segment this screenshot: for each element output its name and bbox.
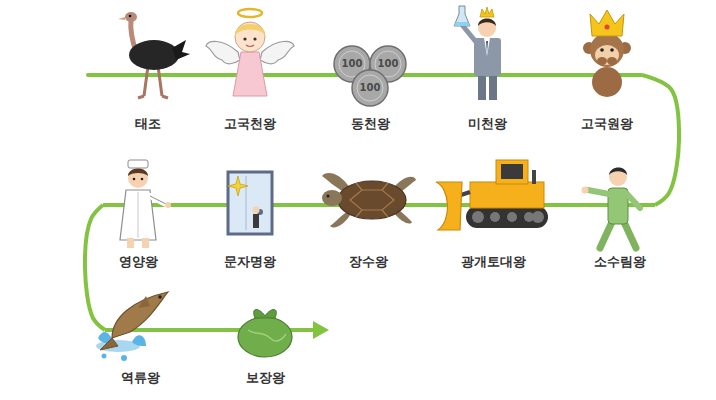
king-name: 영양왕 (119, 254, 158, 272)
king-name: 동천왕 (351, 116, 390, 134)
track-layer (88, 75, 655, 339)
ostrich-figure (118, 12, 190, 98)
king-name: 고국천왕 (224, 116, 276, 134)
king-node: 미천왕 (457, 10, 517, 134)
king-node: 광개토대왕 (436, 150, 550, 272)
king-node: 동천왕 (325, 10, 415, 134)
king-node: 태조 (118, 10, 178, 134)
king-node: 고국천왕 (210, 10, 290, 134)
coin-value: 100 (342, 58, 363, 70)
timeline-connector (550, 203, 585, 207)
king-name: 보장왕 (246, 370, 285, 388)
turtle-figure (322, 173, 416, 228)
king-name: 고국원왕 (581, 116, 633, 134)
monkey-figure (583, 10, 631, 97)
timeline-connector (418, 203, 436, 207)
timeline-connector (178, 73, 210, 77)
edge-group (85, 75, 679, 330)
bundle-figure (238, 310, 292, 358)
king-name: 소수림왕 (594, 254, 646, 272)
king-name: 장수왕 (349, 254, 388, 272)
bulldozer-figure (436, 160, 548, 230)
king-name: 태조 (135, 116, 161, 134)
king-node: 역류왕 (105, 283, 175, 388)
king-node: 장수왕 (318, 150, 418, 272)
timeline-connector (175, 328, 235, 332)
door-figure (228, 172, 272, 234)
timeline-connector (415, 73, 457, 77)
timeline-connector (85, 205, 105, 330)
king-node: 영양왕 (103, 150, 173, 272)
timeline-connector (285, 203, 318, 207)
king-name: 문자명왕 (224, 254, 276, 272)
kungfu-figure (582, 168, 641, 249)
coin-value: 100 (378, 58, 399, 70)
king-name: 광개토대왕 (461, 254, 526, 272)
nurse-figure (120, 160, 171, 248)
timeline-connector (517, 73, 572, 77)
track-start (88, 73, 118, 77)
track-arrowhead (313, 321, 329, 339)
king-node: 보장왕 (235, 283, 295, 388)
king-node: 소수림왕 (585, 150, 655, 272)
king-name: 역류왕 (121, 370, 160, 388)
coin-value: 100 (360, 82, 381, 94)
timeline-connector (173, 203, 215, 207)
king-name: 미천왕 (468, 116, 507, 134)
scientist-figure (454, 6, 501, 100)
king-node: 문자명왕 (215, 150, 285, 272)
salmon-figure (96, 292, 168, 361)
timeline-connector (290, 73, 325, 77)
king-node: 고국원왕 (572, 10, 642, 134)
angel-figure (206, 9, 294, 96)
coin-figure (334, 46, 406, 106)
timeline-connector (642, 75, 679, 205)
